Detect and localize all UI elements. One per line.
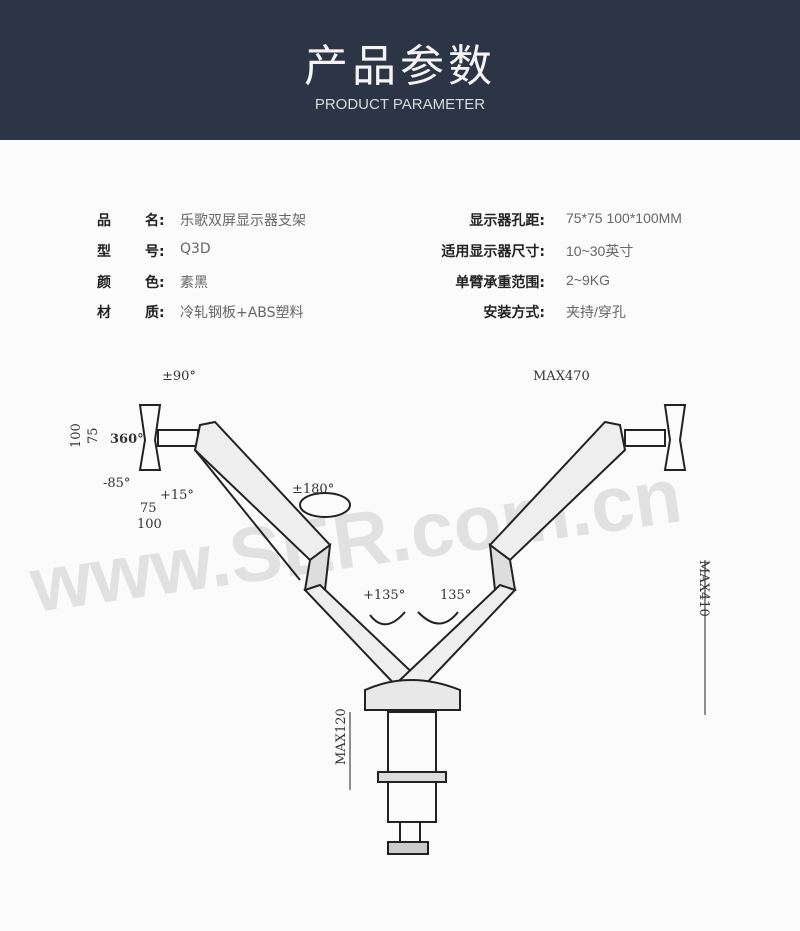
spec-value: 素黑 bbox=[180, 275, 208, 291]
spec-value: Q3D bbox=[180, 241, 211, 257]
spec-key: 安装方式: bbox=[483, 305, 545, 321]
page-title: 产品参数 bbox=[304, 41, 496, 92]
spec-value: 乐歌双屏显示器支架 bbox=[180, 213, 306, 229]
spec-row: 品 名: 乐歌双屏显示器支架 显示器孔距: 75*75 100*100MM bbox=[0, 210, 800, 230]
arm-left-angle-label: +135° bbox=[363, 588, 405, 603]
header-banner: 产品参数 PRODUCT PARAMETER bbox=[0, 0, 800, 140]
rotate-label: 360° bbox=[110, 432, 144, 447]
arm-drawing bbox=[138, 404, 706, 855]
tilt-up-label: +15° bbox=[160, 488, 194, 503]
spec-value: 夹持/穿孔 bbox=[566, 304, 626, 320]
vesa-large-vertical-label: 100 bbox=[69, 423, 84, 448]
max-width-label: MAX470 bbox=[533, 369, 590, 384]
spec-value: 冷轧钢板+ABS塑料 bbox=[180, 305, 304, 321]
spec-value: 75*75 100*100MM bbox=[566, 210, 682, 226]
monitor-arm-diagram: www.SER.com.cn ±90° 360° bbox=[24, 369, 711, 855]
spec-row: 材 质: 冷轧钢板+ABS塑料 安装方式: 夹持/穿孔 bbox=[0, 302, 800, 322]
max-clamp-label: MAX120 bbox=[334, 708, 349, 765]
spec-key: 适用显示器尺寸: bbox=[441, 244, 545, 260]
vesa-small-vertical-label: 75 bbox=[86, 427, 101, 444]
max-height-label: MAX410 bbox=[696, 560, 711, 617]
spec-key: 单臂承重范围: bbox=[455, 275, 545, 291]
spec-key-2: 质: bbox=[145, 305, 165, 321]
spec-key: 显示器孔距: bbox=[469, 213, 545, 229]
spec-key-1: 型 bbox=[97, 244, 111, 260]
spec-row: 型 号: Q3D 适用显示器尺寸: 10~30英寸 bbox=[0, 241, 800, 261]
spec-key-1: 材 bbox=[97, 305, 111, 321]
swivel-label: ±180° bbox=[292, 482, 334, 497]
dimension-labels: ±90° 360° -85° +15° 75 100 100 75 ±180° … bbox=[69, 369, 711, 765]
spec-value: 2~9KG bbox=[566, 272, 610, 288]
tilt-label: ±90° bbox=[162, 369, 196, 384]
spec-row: 颜 色: 素黑 单臂承重范围: 2~9KG bbox=[0, 272, 800, 292]
arm-right-angle-label: 135° bbox=[440, 588, 471, 603]
vesa-large-label: 100 bbox=[137, 517, 162, 532]
spec-key-2: 名: bbox=[145, 213, 165, 229]
spec-key-1: 品 bbox=[97, 213, 111, 229]
spec-key-2: 号: bbox=[145, 244, 165, 260]
tilt-down-label: -85° bbox=[103, 476, 130, 491]
vesa-small-label: 75 bbox=[140, 501, 157, 516]
spec-value: 10~30英寸 bbox=[566, 243, 634, 259]
spec-key-1: 颜 bbox=[97, 275, 111, 291]
spec-key-2: 色: bbox=[145, 275, 165, 291]
page-subtitle: PRODUCT PARAMETER bbox=[314, 96, 486, 113]
